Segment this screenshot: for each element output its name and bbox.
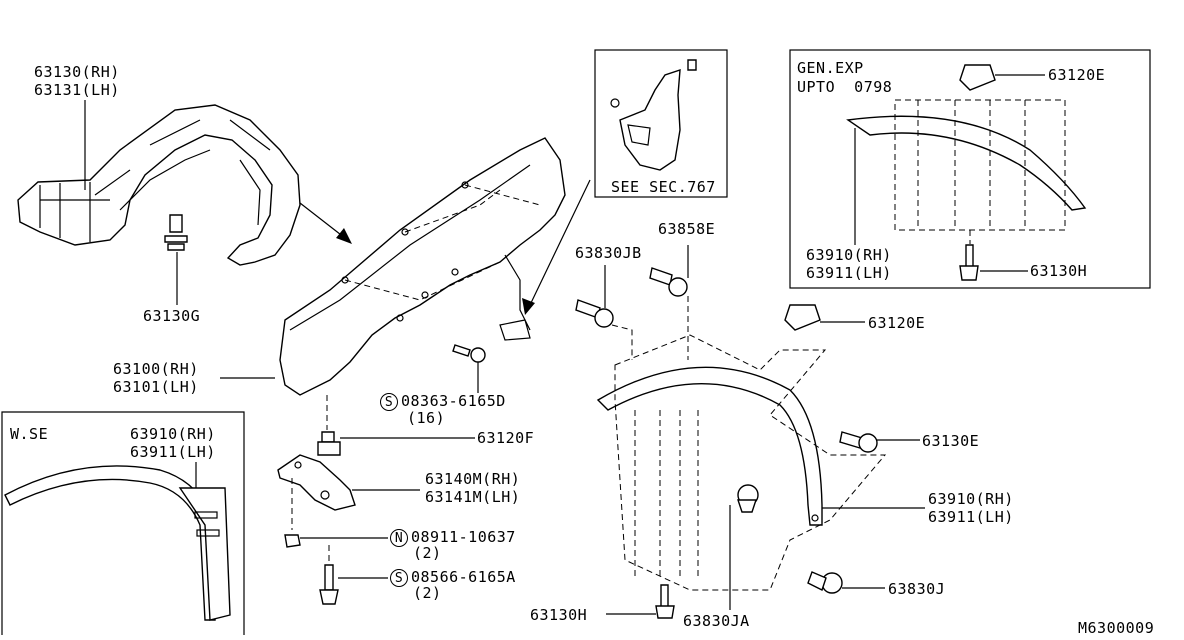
n-symbol: N — [390, 529, 408, 547]
clip-63830ja-drawing — [737, 484, 759, 513]
fender-arrow-line — [529, 179, 591, 306]
label-63830jb: 63830JB — [575, 244, 642, 262]
bolt-63130e-drawing — [839, 431, 878, 453]
label-63120e-box: 63120E — [1048, 66, 1106, 84]
fender-arrow-head — [522, 298, 535, 315]
liner-arrow-line — [299, 202, 346, 239]
label-08363-qty: (16) — [407, 409, 446, 427]
fender-liner-drawing — [17, 104, 301, 266]
label-63100-rh: 63100(RH) — [113, 360, 199, 378]
clip-63120e-box-drawing — [959, 64, 996, 91]
label-gen-exp: GEN.EXP — [797, 59, 864, 77]
arch-dash-box — [614, 334, 887, 591]
arch-dash-verticals — [634, 410, 699, 580]
label-see-sec: SEE SEC.767 — [611, 178, 716, 196]
label-63911-lh-mid: 63911(LH) — [928, 508, 1014, 526]
label-63130h-box: 63130H — [1030, 262, 1088, 280]
jb-drop-dash — [611, 324, 633, 360]
clip-63830j-drawing — [807, 571, 843, 594]
label-63141m-lh: 63141M(LH) — [425, 488, 521, 506]
bracket-63140m-drawing — [277, 454, 356, 511]
wse-inset-box — [1, 411, 245, 635]
label-63130-rh: 63130(RH) — [34, 63, 120, 81]
wheel-arch-mid-drawing — [596, 366, 823, 526]
front-fender-drawing — [279, 137, 566, 396]
label-63120e-mid: 63120E — [868, 314, 926, 332]
bolt-08566-drawing — [319, 564, 339, 605]
label-63130g: 63130G — [143, 307, 201, 325]
s-symbol: S — [380, 393, 398, 411]
label-08911-qty: (2) — [413, 544, 442, 562]
label-63830ja: 63830JA — [683, 612, 750, 630]
clip-63130g-drawing — [164, 214, 188, 251]
gen-exp-inset-box — [789, 49, 1151, 289]
label-63910-rh-box: 63910(RH) — [806, 246, 892, 264]
liner-arrow-head — [336, 228, 352, 244]
bolt-63130h-box-drawing — [959, 244, 979, 281]
clip-63830jb-drawing — [575, 299, 614, 328]
clip-63120f-drawing — [317, 431, 341, 456]
label-63101-lh: 63101(LH) — [113, 378, 199, 396]
nut-08911-drawing — [284, 534, 301, 548]
gen-exp-dash-grid — [894, 99, 1066, 231]
label-63910-rh-mid: 63910(RH) — [928, 490, 1014, 508]
label-63131-lh: 63131(LH) — [34, 81, 120, 99]
label-63830j: 63830J — [888, 580, 946, 598]
label-63910-rh-wse: 63910(RH) — [130, 425, 216, 443]
label-63120f: 63120F — [477, 429, 535, 447]
label-63911-lh-box: 63911(LH) — [806, 264, 892, 282]
s-symbol: S — [390, 569, 408, 587]
clip-63120e-mid-drawing — [784, 304, 821, 331]
label-63911-lh-wse: 63911(LH) — [130, 443, 216, 461]
mudguard-inset-box — [594, 49, 728, 198]
bolt-08363-drawing — [452, 344, 486, 363]
gen-exp-arch-drawing — [846, 115, 1087, 211]
label-wse: W.SE — [10, 425, 49, 443]
label-08566-qty: (2) — [413, 584, 442, 602]
label-upto: UPTO 0798 — [797, 78, 893, 96]
drawing-code: M6300009 — [1078, 619, 1155, 637]
label-63130h-bottom: 63130H — [530, 606, 588, 624]
bolt-63130h-bottom-drawing — [655, 584, 675, 619]
wse-arch-drawing — [4, 465, 231, 621]
mudguard-drawing — [610, 59, 697, 171]
label-63858e: 63858E — [658, 220, 716, 238]
label-63140m-rh: 63140M(RH) — [425, 470, 521, 488]
label-63130e: 63130E — [922, 432, 980, 450]
grommet-63858e-drawing — [649, 267, 688, 297]
